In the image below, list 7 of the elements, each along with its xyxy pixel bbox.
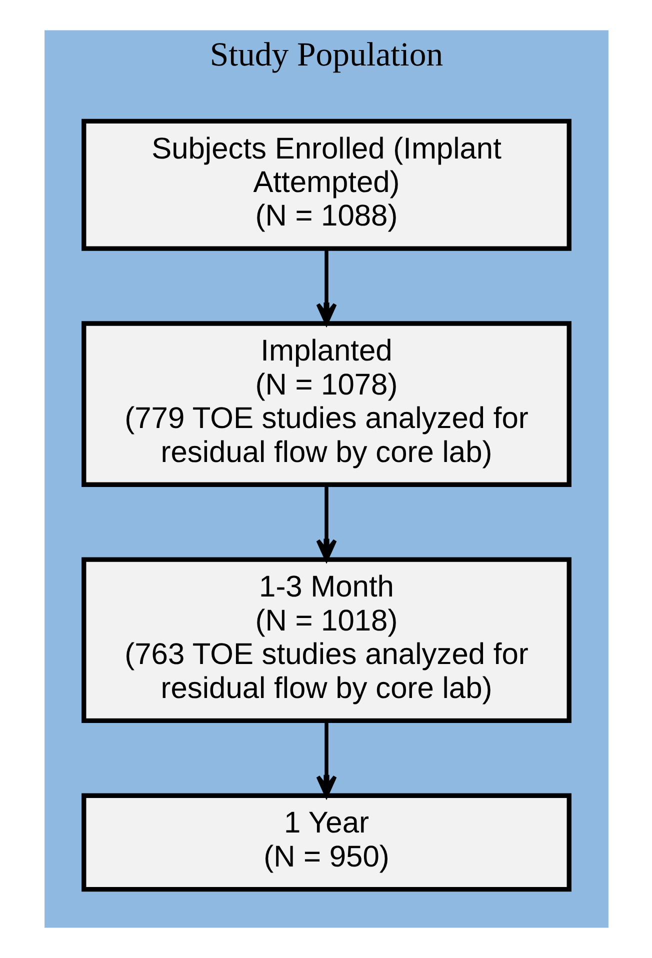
arrow <box>316 249 336 325</box>
node-box: 1-3 Month (N = 1018) (763 TOE studies analyzed for residual flow by core lab) <box>81 557 571 724</box>
node-box: Implanted (N = 1078) (779 TOE studies analyzed for residual flow by core lab) <box>81 321 571 487</box>
arrow <box>316 721 336 798</box>
node-box: 1 Year (N = 950) <box>81 793 571 892</box>
node-box: Subjects Enrolled (Implant Attempted) (N = 1088) <box>81 118 571 251</box>
arrow <box>316 485 336 562</box>
